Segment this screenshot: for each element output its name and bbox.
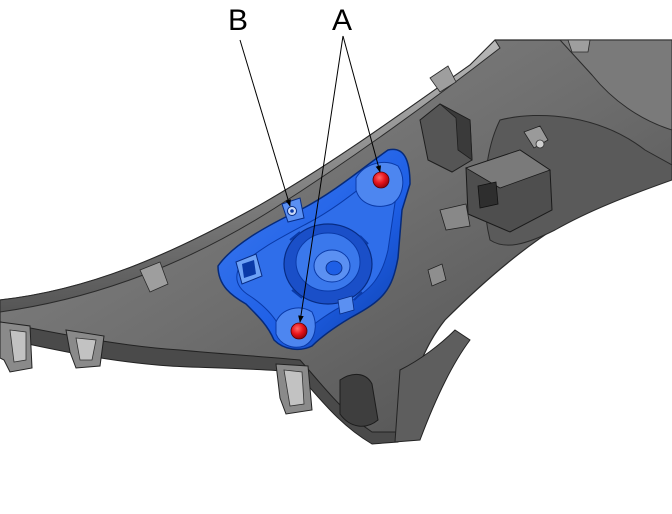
highlighted-component [217, 148, 411, 351]
clip-marker-b [287, 206, 297, 216]
leader-line-a-lower [298, 35, 344, 323]
wire-connector [439, 125, 553, 233]
callout-label-b: B [228, 4, 248, 37]
mounting-bracket [419, 103, 473, 173]
screw-marker-a-upper [372, 171, 390, 189]
retaining-clip [275, 363, 313, 415]
connector-socket [235, 253, 263, 285]
leader-line-b [239, 39, 291, 207]
callout-label-a: A [332, 4, 352, 37]
leader-lines [239, 35, 382, 323]
retaining-clip [0, 321, 33, 373]
retaining-clip [65, 329, 105, 369]
screw-marker-a-lower [290, 322, 308, 340]
leader-line-a-upper [342, 35, 382, 173]
